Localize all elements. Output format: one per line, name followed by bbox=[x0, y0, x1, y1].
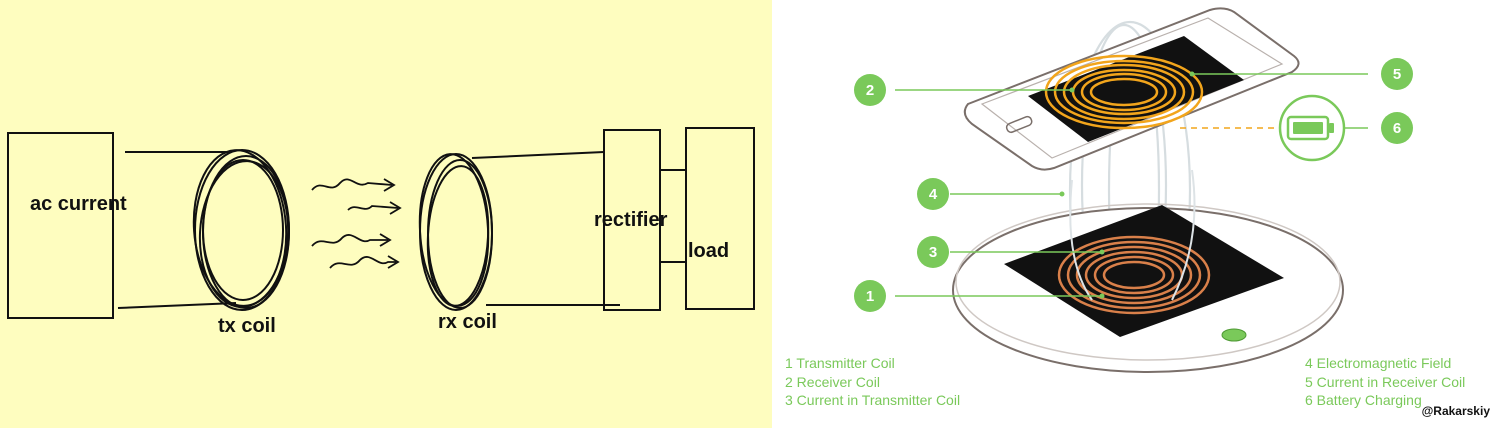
label-ac-current: ac current bbox=[30, 193, 127, 215]
field-arrows bbox=[311, 178, 402, 269]
illustration-drawing: 1 2 3 4 5 6 bbox=[854, 7, 1413, 373]
svg-text:2: 2 bbox=[866, 82, 874, 99]
home-button bbox=[1005, 115, 1033, 134]
svg-text:3: 3 bbox=[929, 244, 937, 261]
label-load: load bbox=[688, 240, 729, 262]
tx-coil bbox=[192, 149, 290, 311]
badge-5: 5 bbox=[1381, 58, 1413, 90]
smartphone bbox=[963, 7, 1300, 171]
credit-watermark: @Rakarskiy bbox=[1421, 404, 1490, 418]
legend-item-4: 4 Electromagnetic Field bbox=[1305, 355, 1452, 371]
badge-3: 3 bbox=[917, 236, 949, 268]
rx-coil bbox=[418, 153, 493, 311]
badge-2: 2 bbox=[854, 74, 886, 106]
ac-current-box bbox=[7, 132, 114, 319]
badge-4: 4 bbox=[917, 178, 949, 210]
legend-item-1: 1 Transmitter Coil bbox=[785, 355, 895, 371]
legend-right: 4 Electromagnetic Field 5 Current in Rec… bbox=[1305, 354, 1465, 410]
badge-6: 6 bbox=[1381, 112, 1413, 144]
charging-pad bbox=[952, 203, 1344, 373]
label-tx-coil: tx coil bbox=[218, 315, 276, 337]
svg-text:4: 4 bbox=[929, 186, 938, 203]
rectifier-box bbox=[603, 129, 661, 311]
pad-led bbox=[1221, 328, 1247, 342]
load-box bbox=[685, 127, 755, 310]
callout-lines bbox=[895, 73, 1368, 297]
battery-icon bbox=[1278, 94, 1346, 162]
legend-item-5: 5 Current in Receiver Coil bbox=[1305, 373, 1466, 390]
legend-item-3: 3 Current in Transmitter Coil bbox=[785, 392, 961, 408]
svg-text:5: 5 bbox=[1393, 66, 1401, 83]
tx-wire-bottom bbox=[117, 302, 237, 309]
field-lines-front bbox=[1069, 169, 1196, 301]
badge-1: 1 bbox=[854, 280, 886, 312]
legend-item-6: 6 Battery Charging bbox=[1305, 392, 1422, 408]
illustration-panel: 1 2 3 4 5 6 1 Transmi bbox=[772, 0, 1500, 428]
legend-item-2: 2 Receiver Coil bbox=[785, 373, 880, 390]
svg-text:1: 1 bbox=[866, 288, 874, 305]
svg-text:6: 6 bbox=[1393, 120, 1401, 137]
callout-dots bbox=[1059, 71, 1195, 299]
legend-left: 1 Transmitter Coil 2 Receiver Coil 3 Cur… bbox=[785, 354, 960, 410]
sketch-drawing: ac current tx coil rx coil rectifier loa… bbox=[7, 127, 755, 337]
label-rx-coil: rx coil bbox=[438, 311, 497, 333]
sketch-panel: ac current tx coil rx coil rectifier loa… bbox=[0, 0, 772, 428]
rx-wire-top bbox=[471, 151, 605, 159]
label-rectifier: rectifier bbox=[594, 209, 668, 231]
